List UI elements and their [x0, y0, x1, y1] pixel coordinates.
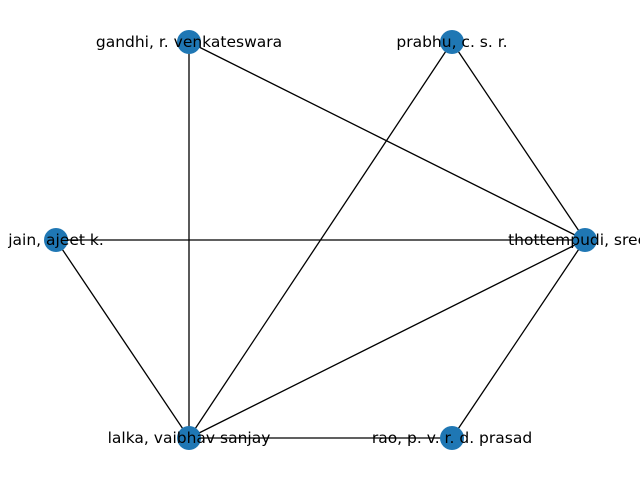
node-thottempudi — [573, 228, 597, 252]
node-layer — [44, 30, 597, 450]
label-layer: gandhi, r. venkateswara prabhu, c. s. r. j… — [7, 33, 640, 447]
node-label-gandhi: gandhi, r. venkateswara — [96, 33, 282, 51]
node-label-rao: rao, p. v. r. d. prasad — [372, 429, 532, 447]
node-prabhu — [440, 30, 464, 54]
node-label-lalka: lalka, vaibhav sanjay — [108, 429, 271, 447]
edge-layer — [55, 41, 586, 439]
node-rao — [440, 426, 464, 450]
node-label-thottempudi: thottempudi, sree g — [508, 231, 640, 249]
edge-prabhu-thottempudi — [451, 41, 586, 241]
node-jain — [44, 228, 68, 252]
node-lalka — [177, 426, 201, 450]
node-label-jain: jain, ajeet k. — [7, 231, 104, 249]
node-gandhi — [177, 30, 201, 54]
edge-thottempudi-rao — [451, 239, 586, 439]
edge-thottempudi-lalka — [188, 239, 586, 439]
edge-jain-lalka — [55, 239, 190, 439]
node-label-prabhu: prabhu, c. s. r. — [396, 33, 507, 51]
